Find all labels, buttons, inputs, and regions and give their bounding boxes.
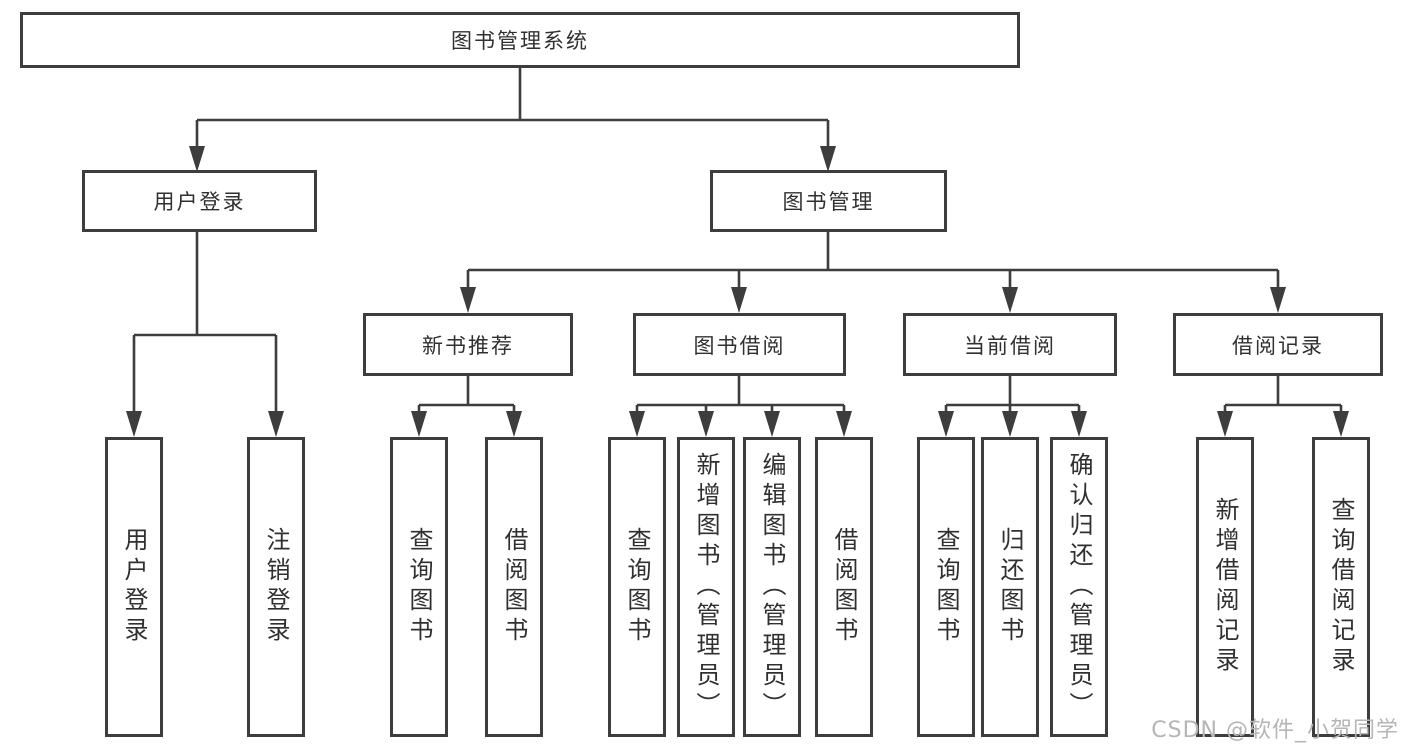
node-leaf-query-books: 查询图书 [917,437,975,737]
connector-borrow-record-branch [1223,376,1343,415]
node-book-management-branch: 图书管理 [710,170,947,232]
branch-label: 图书管理 [782,190,875,214]
csdn-watermark: CSDN @软件_小贺同学 [1151,718,1399,743]
group-label: 新书推荐 [422,333,514,358]
leaf-label: 借阅图书 [830,527,858,647]
leaf-label: 查询图书 [932,527,960,647]
leaf-label: 归还图书 [996,527,1024,647]
connector-new-book-recommend-branch [417,376,516,415]
node-new-book-recommend: 新书推荐 [363,313,573,376]
node-root-system: 图书管理系统 [20,12,1020,68]
node-leaf-edit-books-admin: 编辑图书（管理员） [743,437,801,737]
leaf-label: 用户登录 [120,527,148,647]
node-leaf-query-borrow-record: 查询借阅记录 [1312,437,1370,737]
group-label: 当前借阅 [964,333,1056,358]
connector-book-management-branch [466,232,1280,291]
leaf-label: 确认归还（管理员） [1065,452,1093,722]
connector-root-to-level2 [195,67,830,150]
node-leaf-borrow-books: 借阅图书 [815,437,873,737]
node-leaf-confirm-return-admin: 确认归还（管理员） [1050,437,1108,737]
leaf-label: 查询图书 [623,527,651,647]
node-user-login-branch: 用户登录 [82,170,317,232]
leaf-label: 查询借阅记录 [1327,497,1355,677]
node-leaf-query-books: 查询图书 [608,437,666,737]
node-book-borrow: 图书借阅 [633,313,846,376]
node-leaf-add-borrow-record: 新增借阅记录 [1196,437,1254,737]
group-label: 借阅记录 [1232,333,1324,358]
branch-label: 用户登录 [153,190,246,214]
node-leaf-borrow-books: 借阅图书 [485,437,543,737]
leaf-label: 查询图书 [405,527,433,647]
root-label: 图书管理系统 [451,29,589,53]
leaf-label: 编辑图书（管理员） [758,452,786,722]
leaf-label: 借阅图书 [500,527,528,647]
leaf-label: 新增借阅记录 [1211,497,1239,677]
connector-user-login-branch [132,232,278,415]
arrowheads [126,146,1349,437]
leaf-label: 新增图书（管理员） [692,452,720,722]
node-leaf-return-books: 归还图书 [981,437,1039,737]
leaf-label: 注销登录 [262,527,290,647]
node-leaf-add-books-admin: 新增图书（管理员） [677,437,735,737]
connector-current-borrow-branch [944,376,1081,415]
node-borrow-record: 借阅记录 [1173,313,1383,376]
connector-book-borrow-branch [635,376,846,415]
node-leaf-query-books: 查询图书 [390,437,448,737]
node-leaf-user-login: 用户登录 [105,437,163,737]
node-current-borrow: 当前借阅 [903,313,1117,376]
group-label: 图书借阅 [693,333,786,358]
node-leaf-logout: 注销登录 [247,437,305,737]
